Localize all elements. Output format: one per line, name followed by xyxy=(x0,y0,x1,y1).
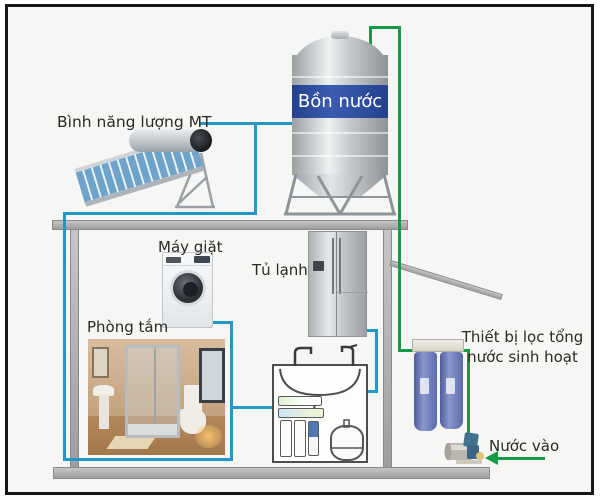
filter-cartridge-left xyxy=(414,352,437,431)
filter-faucet xyxy=(340,344,358,366)
left-wall xyxy=(70,229,79,469)
warm-light-glow xyxy=(194,424,223,449)
washer-door xyxy=(170,270,206,306)
cold-pipe-roof-run xyxy=(64,212,257,215)
supply-pipe-top-run xyxy=(369,26,401,29)
shower-cabin xyxy=(124,344,180,438)
solar-tank-cylinder xyxy=(129,129,203,152)
ro-cartridge-2 xyxy=(294,420,306,457)
ro-housing-mid xyxy=(278,408,324,418)
filter-cartridge-right xyxy=(440,352,463,429)
shower-door-frame xyxy=(154,347,157,435)
fridge-handle-right xyxy=(339,238,341,294)
tank-stand xyxy=(284,173,396,216)
fridge-panel-line xyxy=(337,292,368,293)
cold-pipe-left-riser xyxy=(63,212,66,460)
bathroom-label: Phòng tắm xyxy=(87,318,169,336)
washer-panel-line xyxy=(163,265,212,266)
roof-platform xyxy=(52,220,408,230)
washing-machine xyxy=(162,252,213,328)
filter-cartridge-label xyxy=(446,378,455,394)
bathroom-window xyxy=(198,348,225,403)
filter-head-bracket xyxy=(412,339,464,352)
supply-pipe-right-riser xyxy=(398,26,401,352)
cold-pipe-center-riser xyxy=(230,322,233,461)
tank-seam xyxy=(292,76,388,78)
cold-pipe-sink-branch xyxy=(231,406,281,409)
washing-machine-label: Máy giặt xyxy=(158,238,223,256)
pressure-tank xyxy=(330,419,364,461)
pedestal-sink-basin xyxy=(93,385,115,396)
cold-pipe-fridge-stub xyxy=(363,329,378,332)
whole-house-filter-label: Thiết bị lọc tổng nước sinh hoạt xyxy=(455,327,590,368)
supply-pipe-tank-top xyxy=(369,26,372,48)
ro-cartridge-1 xyxy=(280,420,292,457)
solar-tank-end-cap xyxy=(190,129,212,152)
cold-pipe-fridge-drop xyxy=(375,329,378,392)
water-in-arrow-line xyxy=(497,457,545,460)
water-tank-label: Bồn nước xyxy=(297,91,383,112)
bathroom-mirror xyxy=(92,347,109,379)
washer-door-glass xyxy=(183,282,198,297)
ro-cartridge-3 xyxy=(308,421,319,456)
fridge-label: Tủ lạnh xyxy=(252,261,308,279)
shower-tray xyxy=(127,424,177,435)
fridge-handle-left xyxy=(332,238,334,294)
supply-pipe-pump-drop xyxy=(467,349,470,437)
solar-heater-label: Bình năng lượng MT xyxy=(57,113,212,131)
filter-label-line1: Thiết bị lọc tổng xyxy=(461,328,584,346)
washer-display xyxy=(166,257,181,263)
floor-slab xyxy=(53,467,490,479)
water-pump xyxy=(444,432,484,464)
cold-pipe-washer-branch xyxy=(212,321,233,324)
toilet-tank xyxy=(183,385,202,415)
cold-pipe-heater-to-tank xyxy=(200,122,292,125)
water-flow-arrow-icon xyxy=(485,451,498,465)
cold-pipe-drop-from-tank xyxy=(254,122,257,215)
tank-band: Bồn nước xyxy=(292,85,388,118)
fridge-door-split xyxy=(336,232,337,336)
tank-cap xyxy=(331,31,349,39)
washer-detergent-drawer xyxy=(194,256,210,263)
water-in-label: Nước vào xyxy=(489,437,560,455)
filter-label-line2: nước sinh hoạt xyxy=(467,348,578,367)
filter-cartridge-label xyxy=(420,378,429,394)
pedestal-sink-column xyxy=(98,394,109,430)
kitchen-faucet xyxy=(293,346,313,366)
tank-seam xyxy=(292,132,388,134)
fridge-dispenser xyxy=(313,261,324,271)
refrigerator xyxy=(308,231,368,337)
tank-seam xyxy=(292,155,388,157)
cold-pipe-bottom-run xyxy=(63,458,233,461)
bathroom-photo xyxy=(88,339,225,455)
ro-housing-top xyxy=(278,396,322,406)
